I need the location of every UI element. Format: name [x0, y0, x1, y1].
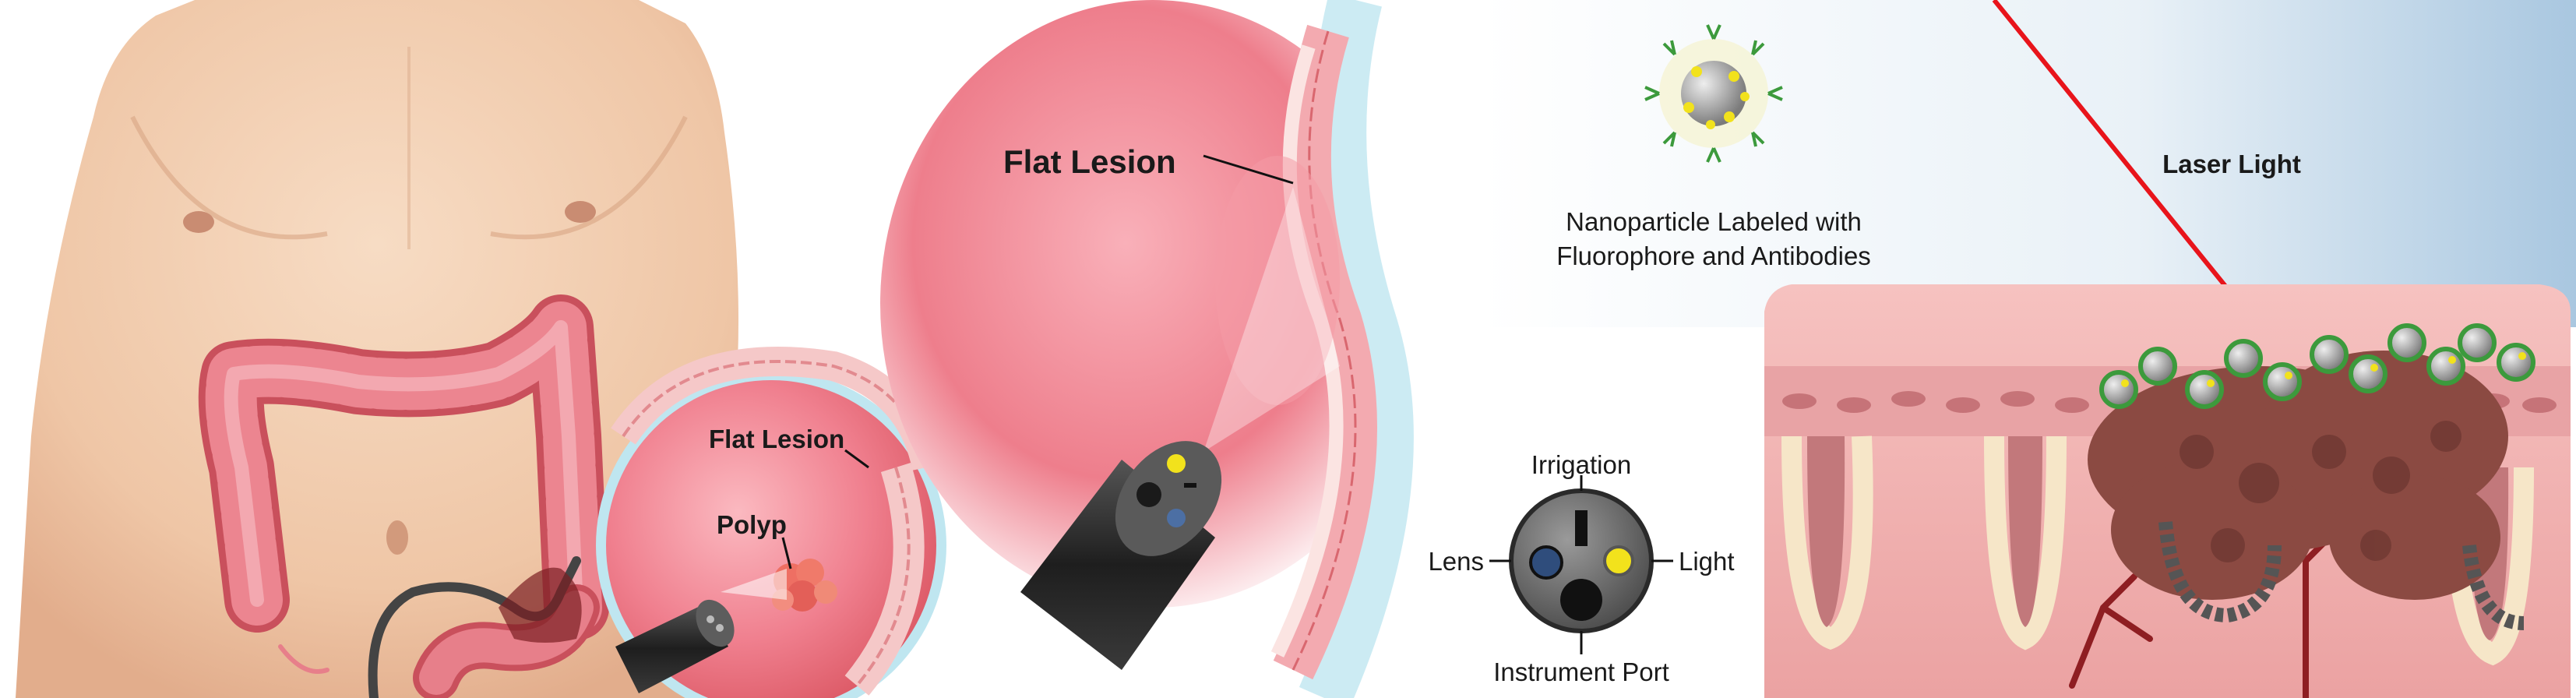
endoscope-inset [615, 599, 735, 693]
nipple-right [565, 201, 596, 223]
torso-panel [16, 0, 738, 698]
inset-flat-lesion-label: Flat Lesion [709, 425, 844, 453]
instrument-port-label: Instrument Port [1493, 657, 1669, 686]
chest-contour-right [490, 115, 688, 240]
navel [386, 520, 408, 555]
laser-light-label: Laser Light [2162, 150, 2301, 178]
nanoparticle-caption-line2: Fluorophore and Antibodies [1556, 241, 1871, 270]
tissue-panel [1480, 0, 2576, 698]
colon-darkened-segment [499, 567, 582, 643]
lens-label: Lens [1428, 547, 1484, 576]
light-label: Light [1679, 547, 1735, 576]
light-port [1603, 545, 1634, 576]
nanoparticle-caption-line1: Nanoparticle Labeled with [1566, 207, 1862, 236]
spray-plume-inset [721, 569, 787, 600]
endoscope-closeup [1020, 441, 1222, 670]
nipple-left [183, 211, 214, 233]
endoscope-tip-diagram [1489, 475, 1673, 654]
inset-polyp-label: Polyp [717, 510, 787, 539]
spray-plume-closeup [1203, 187, 1340, 452]
instrument-port [1560, 579, 1602, 621]
lens-port [1529, 545, 1563, 580]
irrigation-port [1575, 510, 1588, 546]
bound-nanoparticles [2099, 323, 2535, 409]
chest-contour-left [130, 115, 328, 240]
irrigation-label: Irrigation [1531, 450, 1631, 479]
closeup-flat-lesion-label: Flat Lesion [1003, 143, 1176, 180]
colon-inset-circle [596, 347, 946, 698]
flat-lesion-area [1215, 156, 1340, 405]
nanoparticle-icon [1644, 24, 1783, 163]
tissue-block [1764, 284, 2571, 698]
closeup-panel [880, 0, 1480, 698]
